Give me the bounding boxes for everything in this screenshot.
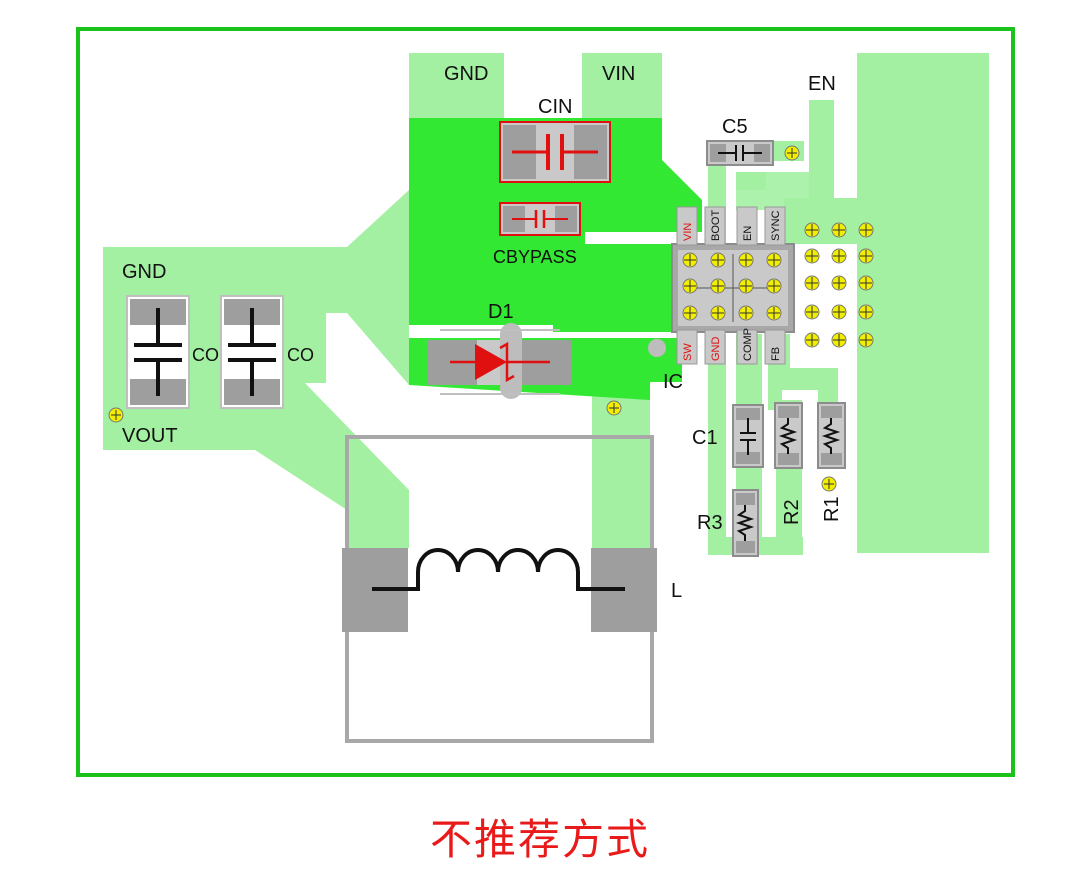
c1-capacitor [732,404,764,468]
trace-gnd-down [708,334,726,554]
gnd-left-label: GND [122,261,166,283]
vout-pour [103,381,409,548]
via [831,332,847,348]
pin-comp-label: COMP [742,328,754,361]
cbypass-capacitor [499,202,581,236]
cin-capacitor [499,121,611,183]
trace-sync [784,198,858,244]
via [682,305,698,321]
r3-resistor [732,489,759,557]
via [766,278,782,294]
via [710,278,726,294]
via-r1 [821,476,837,492]
via [738,278,754,294]
cin-label: CIN [538,96,572,118]
via [710,252,726,268]
via [858,332,874,348]
thermal-via-array [804,222,874,348]
via [766,305,782,321]
vin-top-label: VIN [602,63,635,85]
c1-label: C1 [692,427,718,449]
co-capacitor-1 [126,295,190,409]
inductor-label: L [671,580,682,602]
pin-fb-label: FB [770,347,782,361]
via [682,252,698,268]
r3-label: R3 [697,512,723,534]
via [858,222,874,238]
pin-sw-label: SW [682,343,694,361]
r2-label: R2 [781,499,803,525]
via [804,248,820,264]
pin-boot-label: BOOT [710,210,722,241]
pin-vin-label: VIN [682,223,694,241]
via [738,252,754,268]
d1-diode [427,323,572,399]
gnd-top-pour [409,53,504,118]
ic-top-pins: VIN BOOT EN SYNC [676,206,786,246]
pin-en-label: EN [742,226,754,241]
via [738,305,754,321]
gnd-top-label: GND [444,63,488,85]
via [858,248,874,264]
en-net-label: EN [808,73,836,95]
vout-label: VOUT [122,425,178,447]
ic-label: IC [663,371,683,393]
via [831,304,847,320]
c5-label: C5 [722,116,748,138]
via [804,222,820,238]
ic-marker-dot [648,339,666,357]
co1-label: CO [192,345,219,365]
r2-resistor [774,402,803,469]
via [682,278,698,294]
c5-capacitor [706,140,774,166]
via [831,275,847,291]
vin-top-pour [582,53,662,118]
via [858,275,874,291]
via [831,222,847,238]
via-vout [108,407,124,423]
via-c5 [784,145,800,161]
via [804,304,820,320]
via [858,304,874,320]
ic-thermal-vias [682,252,782,321]
via [766,252,782,268]
co2-label: CO [287,345,314,365]
pin-gnd-label: GND [710,337,722,362]
pin-sync-label: SYNC [770,210,782,241]
ic-bottom-pins: SW GND COMP FB [676,328,786,365]
via [710,305,726,321]
r1-label: R1 [821,496,843,522]
caption-not-recommended: 不推荐方式 [429,815,650,864]
via [831,248,847,264]
d1-label: D1 [488,301,514,323]
via [804,332,820,348]
sw-trace [592,385,650,551]
right-copper-pour [857,53,989,553]
r1-resistor [817,402,846,469]
via [804,275,820,291]
inductor-l [342,435,657,743]
co-capacitor-2 [220,295,284,409]
cbypass-label: CBYPASS [493,247,577,267]
via-sw [606,400,622,416]
